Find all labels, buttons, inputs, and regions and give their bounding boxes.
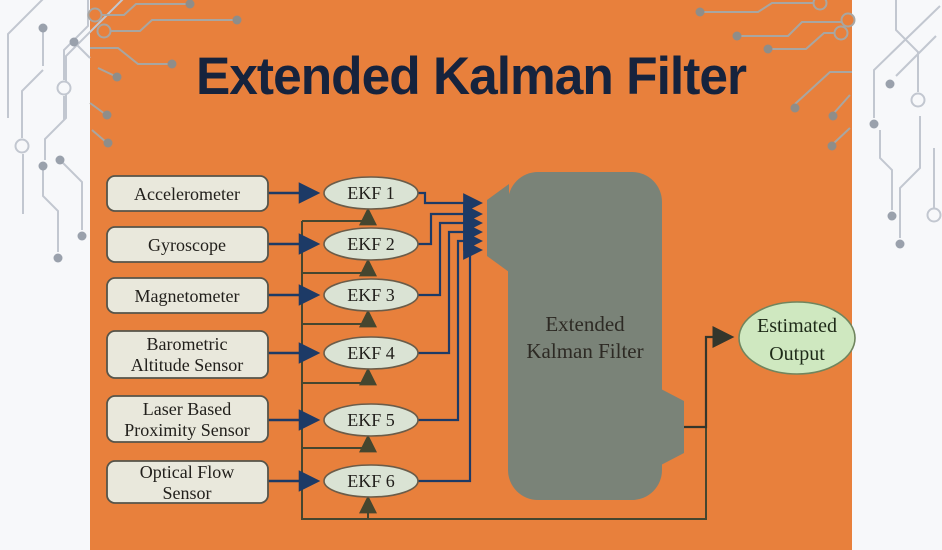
- ekf-node-5: EKF 5: [323, 403, 419, 437]
- input-funnel-icon: [487, 184, 509, 272]
- ekf-label: EKF 6: [347, 471, 395, 491]
- ekf-label: EKF 5: [347, 410, 395, 430]
- ekf-node-6: EKF 6: [323, 464, 419, 498]
- filter-block-label-line1: Extended: [545, 312, 625, 336]
- ekf-node-2: EKF 2: [323, 227, 419, 261]
- ekf-label: EKF 1: [347, 183, 395, 203]
- output-label-line1: Estimated: [757, 315, 837, 337]
- circuit-trace-icon-right: [869, 0, 942, 249]
- sensor-label: Sensor: [163, 483, 212, 503]
- sensor-box-barometric-altitude: Barometric Altitude Sensor: [106, 330, 269, 379]
- sensor-to-ekf-arrows: [268, 182, 321, 492]
- ekf-node-1: EKF 1: [323, 176, 419, 210]
- feedback-loop-lines: [301, 207, 707, 520]
- sensor-box-magnetometer: Magnetometer: [106, 277, 269, 314]
- sensor-label: Proximity Sensor: [124, 420, 250, 440]
- ekf-label: EKF 3: [347, 285, 395, 305]
- ekf-label: EKF 4: [347, 343, 395, 363]
- sensor-label: Gyroscope: [148, 235, 226, 255]
- sensor-label: Accelerometer: [134, 184, 240, 204]
- sensor-box-laser-proximity: Laser Based Proximity Sensor: [106, 395, 269, 443]
- sensor-label: Altitude Sensor: [131, 355, 244, 375]
- ekf-to-filter-arrows: [418, 191, 483, 483]
- page-title: Extended Kalman Filter: [195, 47, 747, 106]
- sensor-box-gyroscope: Gyroscope: [106, 226, 269, 263]
- sensor-box-accelerometer: Accelerometer: [106, 175, 269, 212]
- ekf-node-3: EKF 3: [323, 278, 419, 312]
- filter-block: Extended Kalman Filter: [487, 172, 684, 500]
- flow-diagram: Extended Kalman Filter Accelerometer Gyr…: [106, 172, 856, 520]
- ekf-nodes: EKF 1 EKF 2 EKF 3 EKF 4 EKF 5 EKF 6: [323, 176, 419, 498]
- sensor-label: Magnetometer: [135, 286, 240, 306]
- sensor-box-optical-flow: Optical Flow Sensor: [106, 460, 269, 504]
- output-connector-line: [684, 326, 735, 429]
- ekf-node-4: EKF 4: [323, 336, 419, 370]
- circuit-trace-icon-top-left: [87, 0, 242, 148]
- circuit-trace-icon-top-right: [695, 0, 856, 151]
- filter-block-label-line2: Kalman Filter: [526, 339, 643, 363]
- sensor-label: Laser Based: [143, 399, 231, 419]
- output-label-line2: Output: [769, 343, 825, 365]
- estimated-output-node: Estimated Output: [738, 301, 856, 375]
- circuit-trace-icon-left: [7, 0, 124, 263]
- ekf-label: EKF 2: [347, 234, 395, 254]
- sensor-boxes: Accelerometer Gyroscope Magnetometer Bar…: [106, 175, 269, 504]
- sensor-label: Barometric: [147, 334, 228, 354]
- output-funnel-icon: [661, 389, 684, 465]
- sensor-label: Optical Flow: [140, 462, 235, 482]
